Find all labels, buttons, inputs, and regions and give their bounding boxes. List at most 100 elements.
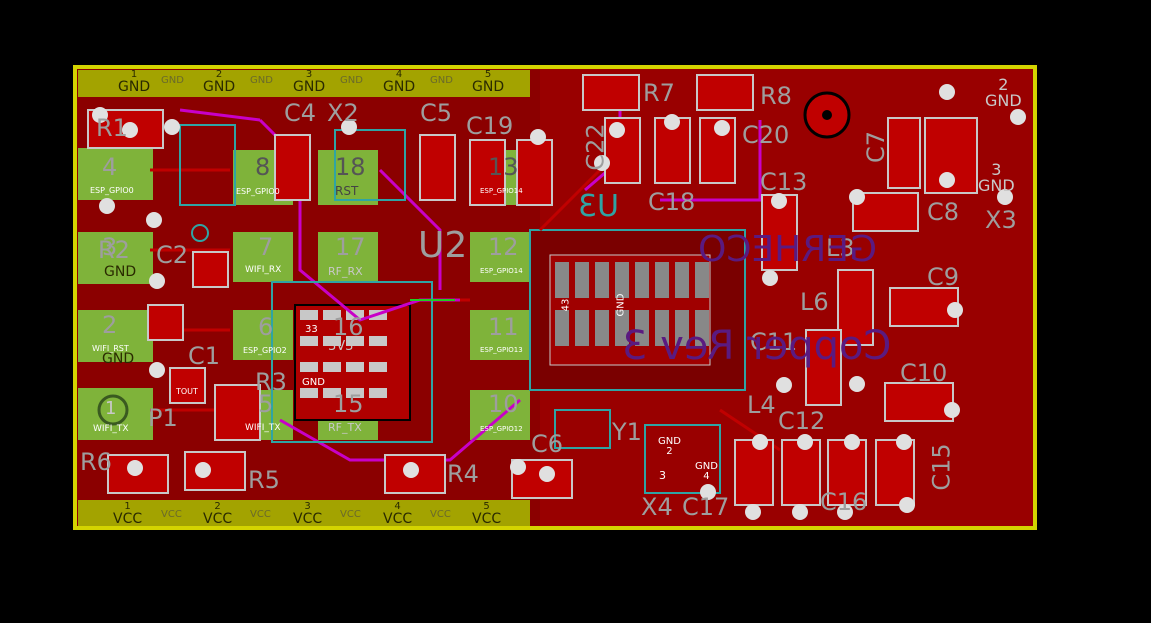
ref-u2: U2 [418,225,468,266]
ref-r6: R6 [80,448,112,476]
u2-pad-value-a: 33 [305,324,318,335]
top-pin-4: 4 GND [383,69,416,95]
ref-c15: C15 [927,443,956,491]
ref-c22: C22 [581,123,610,171]
pin-10-net: ESP_GPIO12 [480,425,523,433]
bottom-pin-4: 4 VCC [383,501,413,527]
ref-r2: R2 [98,236,130,264]
ref-r3: R3 [255,368,287,396]
pin-15-net: RF_TX [328,421,362,434]
left-pin-2-gnd: GND [102,351,135,367]
pin-6: 6 [258,313,274,341]
pin-8: 8 [255,153,271,181]
ref-c20: C20 [742,121,790,149]
ref-l4: L4 [747,391,776,419]
pin-5: 5 [258,390,274,418]
ref-c5: C5 [420,99,453,127]
top-net-a: GND [161,75,184,86]
x3-pin-3: 3 GND [978,160,1015,195]
bottom-net-d: VCC [430,509,451,520]
top-net-b: GND [250,75,273,86]
ref-c16: C16 [820,488,868,516]
top-net-d: GND [430,75,453,86]
left-pin-3-net: GND [104,264,137,280]
ref-c10: C10 [900,359,948,387]
p1-pad [97,394,129,426]
bottom-net-c: VCC [340,509,361,520]
pin-12: 12 [488,233,519,261]
pin-5-net: WIFI_TX [245,423,281,433]
pin-16-net: 3V3 [328,339,354,354]
pin-11: 11 [488,313,519,341]
ref-r5: R5 [248,466,280,494]
ref-c8: C8 [927,198,960,226]
left-pin-2-net: WIFI_RST [92,344,129,353]
top-pin-2: 2 GND [203,69,236,95]
pin-13-net: ESP_GPIO14 [480,187,523,195]
x4-pin-2: GND 2 [658,436,681,457]
ref-c11: C11 [750,328,798,356]
ref-p1: P1 [148,404,178,432]
top-pin-1: 1 GND [118,69,151,95]
pin-7-net: WIFI_RX [245,265,282,275]
ref-y1: Y1 [612,418,642,446]
left-pin-1-net: WIFI_TX [93,424,129,434]
pin-7: 7 [258,233,274,261]
left-pin-3: 3 [102,233,118,261]
qfn-u2 [294,304,411,421]
ref-c13: C13 [760,168,808,196]
ref-x4: X4 [641,493,673,521]
pin-17: 17 [335,233,366,261]
left-pin-4-net: ESP_GPIO0 [90,186,134,195]
top-pin-5: 5 GND [472,69,505,95]
top-header [78,70,530,97]
x4-pin-4: GND 4 [695,461,718,482]
ref-c17: C17 [682,493,730,521]
top-net-c: GND [340,75,363,86]
bottom-net-a: VCC [161,509,182,520]
ref-c12: C12 [778,407,826,435]
tout-label: TOUT [176,387,198,396]
pin-18-net: RST [335,184,359,198]
u3-pad-value-b: GND [615,293,627,317]
ref-r8: R8 [760,82,792,110]
ref-r4: R4 [447,460,479,488]
pin-17-net: RF_RX [328,265,363,278]
pin-6-net: ESP_GPIO2 [243,346,287,355]
pin-13: 13 [488,153,519,181]
board-edge [73,65,1037,530]
mirrored-company-text: GERHECO [698,229,877,270]
bottom-net-b: VCC [250,509,271,520]
ref-r1: R1 [96,114,128,142]
bottom-pin-3: 3 VCC [293,501,323,527]
pin-8-net: ESP_GPIO0 [236,187,280,196]
left-pin-1: 1 [105,398,117,419]
ref-c4: C4 [284,99,317,127]
cyan-outlines [179,124,721,494]
pin-10: 10 [488,390,519,418]
pin-16: 16 [333,313,364,341]
qfn-u3 [529,229,746,391]
u3-pad-value-a: 43 [560,298,572,312]
vias [92,84,1026,520]
ref-l3: L3 [826,234,855,262]
pin-11-net: ESP_GPIO13 [480,346,523,354]
ref-c18: C18 [648,188,696,216]
bottom-pin-2: 2 VCC [203,501,233,527]
pin-15: 15 [333,390,364,418]
ref-x2: X2 [327,99,359,127]
x3-pin-2: 2 GND [985,75,1022,110]
left-pin-4: 4 [102,153,118,181]
bottom-pin-1: 1 VCC [113,501,143,527]
ref-c6: C6 [531,430,564,458]
ref-x3: X3 [985,206,1017,234]
ref-c19: C19 [466,112,514,140]
mirrored-rev-text: Copper Rev 3 [622,323,892,369]
ref-r7: R7 [643,79,675,107]
ref-c7: C7 [862,130,891,164]
pin-12-net: ESP_GPIO14 [480,267,523,275]
left-pin-2: 2 [102,311,118,339]
ref-c9: C9 [927,263,960,291]
u2-pad-value-b: GND [302,377,325,388]
